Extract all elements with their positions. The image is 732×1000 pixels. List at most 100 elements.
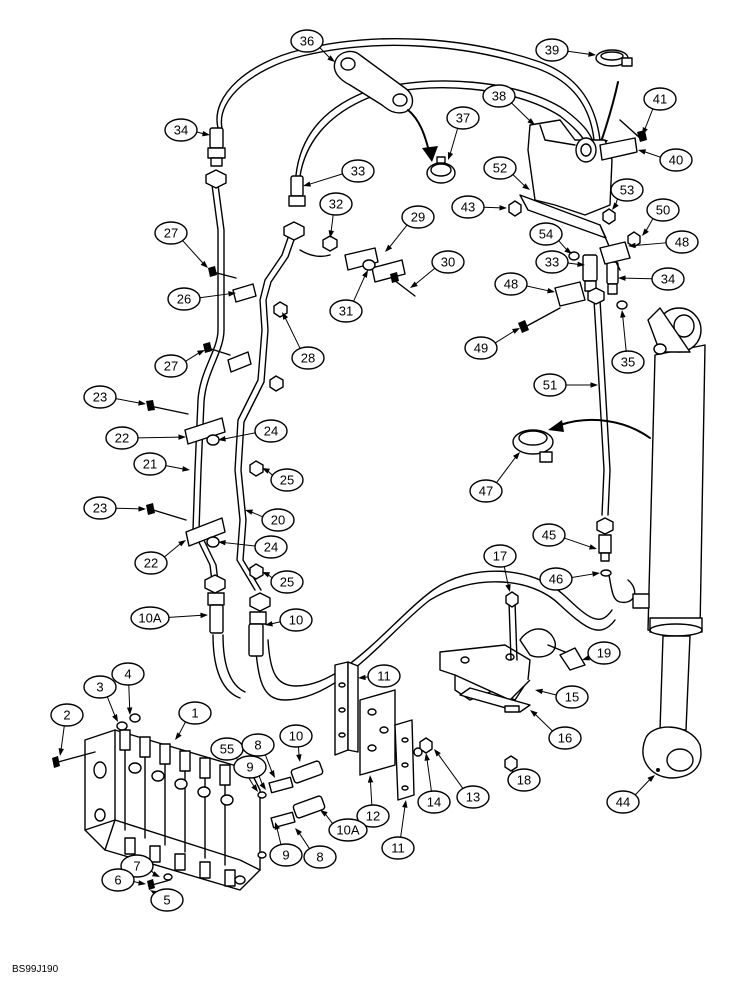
callout-c10a_bot: 10A bbox=[320, 810, 368, 842]
callout-number: 21 bbox=[143, 457, 157, 472]
callout-oval bbox=[446, 106, 480, 130]
callout-number: 23 bbox=[93, 390, 107, 405]
callout-number: 51 bbox=[543, 378, 557, 393]
callout-number: 53 bbox=[620, 183, 634, 198]
callout-oval bbox=[154, 221, 188, 245]
clamp-48 bbox=[518, 241, 631, 333]
callout-c18: 18 bbox=[507, 768, 541, 792]
callout-number: 25 bbox=[280, 473, 294, 488]
callout-number: 37 bbox=[456, 111, 470, 126]
callout-number: 43 bbox=[461, 200, 475, 215]
callout-oval bbox=[529, 222, 563, 246]
callout-number: 44 bbox=[616, 795, 630, 810]
callout-oval bbox=[555, 685, 589, 709]
callout-number: 34 bbox=[174, 123, 188, 138]
leader-arrow bbox=[251, 784, 258, 792]
leader-line bbox=[571, 573, 595, 579]
leader-line bbox=[643, 151, 661, 158]
callout-c13: 13 bbox=[434, 749, 490, 809]
callout-oval bbox=[610, 178, 644, 202]
callout-oval bbox=[83, 385, 117, 409]
drawing-code: BS99J190 bbox=[12, 964, 59, 975]
callout-oval bbox=[291, 346, 325, 370]
leader-line bbox=[400, 805, 406, 838]
callout-number: 13 bbox=[466, 790, 480, 805]
leader-line bbox=[645, 218, 654, 232]
callout-oval bbox=[401, 205, 435, 229]
callout-number: 19 bbox=[597, 646, 611, 661]
callout-c3: 3 bbox=[83, 675, 118, 722]
callout-oval bbox=[329, 299, 363, 323]
leader-line bbox=[308, 173, 343, 185]
hose-clamp-37 bbox=[426, 156, 456, 184]
leader-arrow bbox=[410, 281, 418, 288]
leader-arrow bbox=[265, 621, 273, 627]
callout-c2: 2 bbox=[50, 703, 84, 756]
callout-number: 46 bbox=[549, 572, 563, 587]
leader-line bbox=[330, 214, 334, 233]
callout-c43: 43 bbox=[451, 195, 507, 219]
callout-oval bbox=[535, 250, 569, 274]
callout-oval bbox=[261, 508, 295, 532]
callout-c1: 1 bbox=[175, 701, 212, 740]
leader-line bbox=[264, 754, 273, 773]
leader-line bbox=[353, 275, 366, 302]
callout-oval bbox=[469, 479, 503, 503]
callout-oval bbox=[381, 836, 415, 860]
callout-c23b: 23 bbox=[83, 496, 146, 520]
leader-line bbox=[165, 465, 185, 470]
callout-oval bbox=[483, 544, 517, 568]
callout-number: 15 bbox=[565, 690, 579, 705]
leader-arrow bbox=[178, 540, 186, 547]
leader-arrow bbox=[178, 434, 186, 440]
callout-number: 11 bbox=[377, 669, 391, 684]
callout-c23a: 23 bbox=[83, 385, 146, 409]
leader-arrow bbox=[505, 584, 511, 592]
callout-c5: 5 bbox=[150, 888, 184, 912]
leader-arrow bbox=[358, 674, 366, 681]
leader-arrow bbox=[320, 810, 328, 817]
leader-line bbox=[115, 398, 141, 404]
callout-number: 9 bbox=[246, 760, 253, 775]
callout-c34a: 34 bbox=[164, 118, 210, 142]
callout-oval bbox=[233, 755, 267, 779]
callout-number: 22 bbox=[144, 556, 158, 571]
leader-line bbox=[623, 277, 653, 280]
callout-c27b: 27 bbox=[154, 350, 205, 378]
pivot-bracket-36 bbox=[333, 50, 438, 162]
callout-c9a: 9 bbox=[233, 755, 267, 790]
callout-oval bbox=[606, 790, 640, 814]
callout-c38: 38 bbox=[482, 84, 535, 125]
callout-oval bbox=[50, 703, 84, 727]
leader-line bbox=[426, 758, 432, 792]
leader-line bbox=[622, 315, 627, 352]
leader-arrow bbox=[642, 228, 649, 236]
callout-c11b: 11 bbox=[381, 800, 415, 860]
leader-line bbox=[437, 753, 464, 789]
leader-line bbox=[558, 240, 568, 251]
leader-line bbox=[250, 511, 263, 518]
leader-line bbox=[494, 330, 515, 344]
callout-c8a: 8 bbox=[241, 733, 275, 778]
callout-oval bbox=[254, 419, 288, 443]
callout-c50: 50 bbox=[642, 198, 680, 236]
callout-number: 30 bbox=[441, 255, 455, 270]
callout-number: 17 bbox=[493, 549, 507, 564]
callout-c26: 26 bbox=[167, 287, 236, 311]
callout-c33a: 33 bbox=[303, 159, 375, 187]
callout-number: 39 bbox=[545, 43, 559, 58]
callout-c11a: 11 bbox=[358, 664, 401, 688]
leader-arrow bbox=[402, 800, 408, 808]
callout-number: 49 bbox=[474, 341, 488, 356]
hose-clamp-47 bbox=[512, 418, 651, 463]
callout-number: 28 bbox=[301, 351, 315, 366]
callout-c19: 19 bbox=[582, 641, 621, 665]
leader-line bbox=[276, 827, 282, 845]
leader-arrow bbox=[245, 509, 253, 515]
callout-c15: 15 bbox=[535, 685, 589, 709]
leader-line bbox=[270, 621, 281, 625]
leader-arrow bbox=[499, 205, 507, 211]
leader-arrow bbox=[638, 149, 646, 155]
clamp-blocks-11 bbox=[334, 661, 433, 801]
leader-line bbox=[564, 537, 592, 548]
